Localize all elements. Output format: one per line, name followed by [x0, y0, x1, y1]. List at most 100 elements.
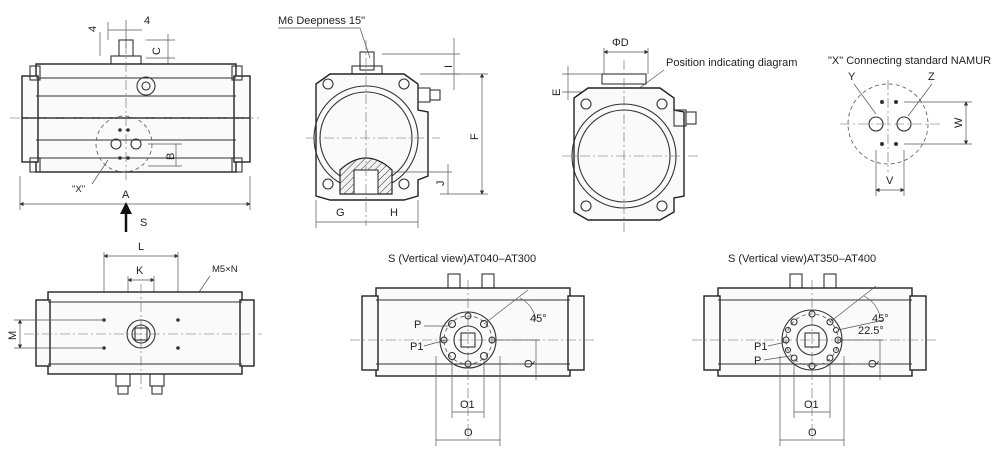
sv1-o1: O1 — [460, 399, 475, 411]
flange-hole — [832, 346, 840, 354]
dim-h: H — [390, 207, 398, 219]
drive-square — [804, 332, 820, 348]
dim-e: E — [551, 89, 563, 96]
label-m5n: M5×N — [212, 264, 238, 275]
drive-flange — [126, 319, 156, 349]
corner-bolt — [580, 200, 592, 212]
sv1-p1: P1 — [410, 341, 423, 353]
namur-hole — [118, 128, 122, 132]
air-port-inner — [141, 81, 151, 91]
flange-hole — [464, 360, 472, 368]
top-port — [447, 273, 461, 289]
label-position-indicating: Position indicating diagram — [666, 57, 797, 69]
corner-bolt — [322, 78, 334, 90]
dim-b: B — [165, 153, 177, 160]
flange-hole — [784, 346, 792, 354]
port-fitting — [151, 385, 163, 395]
namur-port — [110, 138, 122, 150]
flange-hole — [808, 362, 816, 370]
right-body — [573, 87, 685, 221]
namur-hole — [880, 100, 884, 104]
top-port — [789, 273, 803, 289]
flange-inner — [453, 325, 483, 355]
top-port — [481, 273, 495, 289]
front-view: 4 4 C — [10, 15, 262, 232]
label-s: S — [140, 217, 147, 229]
end-cap-right — [239, 299, 255, 367]
sv1-q: Q — [523, 359, 535, 368]
leader-line — [91, 159, 109, 185]
dim-w: W — [953, 117, 965, 128]
namur-hole — [126, 156, 130, 160]
end-cap-right — [567, 295, 585, 371]
top-port — [823, 273, 837, 289]
flange-hole — [447, 351, 457, 361]
dim-4-top: 4 — [144, 15, 150, 27]
cap-bolt — [231, 157, 243, 173]
dim-m: M — [7, 331, 19, 340]
angle-arc — [519, 297, 537, 321]
angle-line — [829, 285, 877, 323]
port — [149, 373, 165, 387]
corner-bolt — [398, 178, 410, 190]
end-cap-left — [703, 295, 721, 371]
corner-bolt — [656, 98, 668, 110]
namur-hole — [126, 128, 130, 132]
namur-detail: "X" Connecting standard NAMUR Y Z W V — [828, 55, 991, 196]
port — [115, 373, 131, 387]
namur-hole — [894, 142, 898, 146]
label-m6-deepness: M6 Deepness 15" — [278, 15, 365, 27]
dim-j: J — [435, 181, 447, 187]
leader-line — [423, 339, 447, 347]
namur-port — [130, 138, 142, 150]
side-port — [429, 89, 441, 101]
side-view: M6 Deepness 15" I F — [278, 15, 488, 228]
dim-v: V — [886, 175, 894, 187]
namur-hole — [894, 100, 898, 104]
drive-bore — [131, 324, 151, 344]
leader-line — [359, 27, 371, 59]
mount-hole — [176, 346, 180, 350]
namur-hole — [118, 156, 122, 160]
port-fitting — [117, 385, 129, 395]
bottom-body — [47, 291, 243, 375]
side-port — [417, 87, 431, 103]
dim-k: K — [136, 265, 144, 277]
flange-hole — [790, 354, 798, 362]
sv1-45: 45° — [530, 313, 547, 325]
dim-a: A — [122, 189, 130, 201]
cap-bolt — [231, 65, 243, 81]
end-cap-left — [21, 75, 39, 163]
flange-hole — [479, 351, 489, 361]
sv1-p: P — [414, 319, 421, 331]
dim-4-left: 4 — [87, 26, 99, 32]
flange-hole — [479, 319, 489, 329]
drive-square — [134, 327, 148, 341]
corner-bolt — [656, 200, 668, 212]
flange-hole — [447, 319, 457, 329]
dim-g: G — [336, 207, 345, 219]
end-cap-left — [361, 295, 379, 371]
angle-arc — [863, 295, 881, 317]
leader-line — [763, 355, 791, 361]
sv2-225: 22.5° — [858, 325, 884, 337]
bottom-view: L K M5×N M — [7, 241, 262, 395]
label-y: Y — [848, 71, 856, 83]
dim-l: L — [138, 241, 144, 253]
end-cap-left — [35, 299, 51, 367]
flange-hole — [782, 336, 790, 344]
s-vertical-view-1: S (Vertical view)AT040–AT300 P P1 45° Q — [350, 253, 596, 446]
flange-hole — [440, 336, 448, 344]
corner-bolt — [580, 98, 592, 110]
label-namur-title: "X" Connecting standard NAMUR — [828, 55, 991, 67]
dim-phid: ΦD — [612, 37, 629, 49]
sv2-title: S (Vertical view)AT350–AT400 — [728, 253, 876, 265]
flange-hole — [826, 318, 834, 326]
s-vertical-view-2: S (Vertical view)AT350–AT400 P1 P 4 — [692, 253, 938, 446]
angle-line — [837, 319, 885, 331]
view-arrow-head — [120, 202, 132, 214]
sv2-p1: P1 — [754, 341, 767, 353]
namur-circle — [847, 83, 929, 165]
flange-hole — [464, 312, 472, 320]
